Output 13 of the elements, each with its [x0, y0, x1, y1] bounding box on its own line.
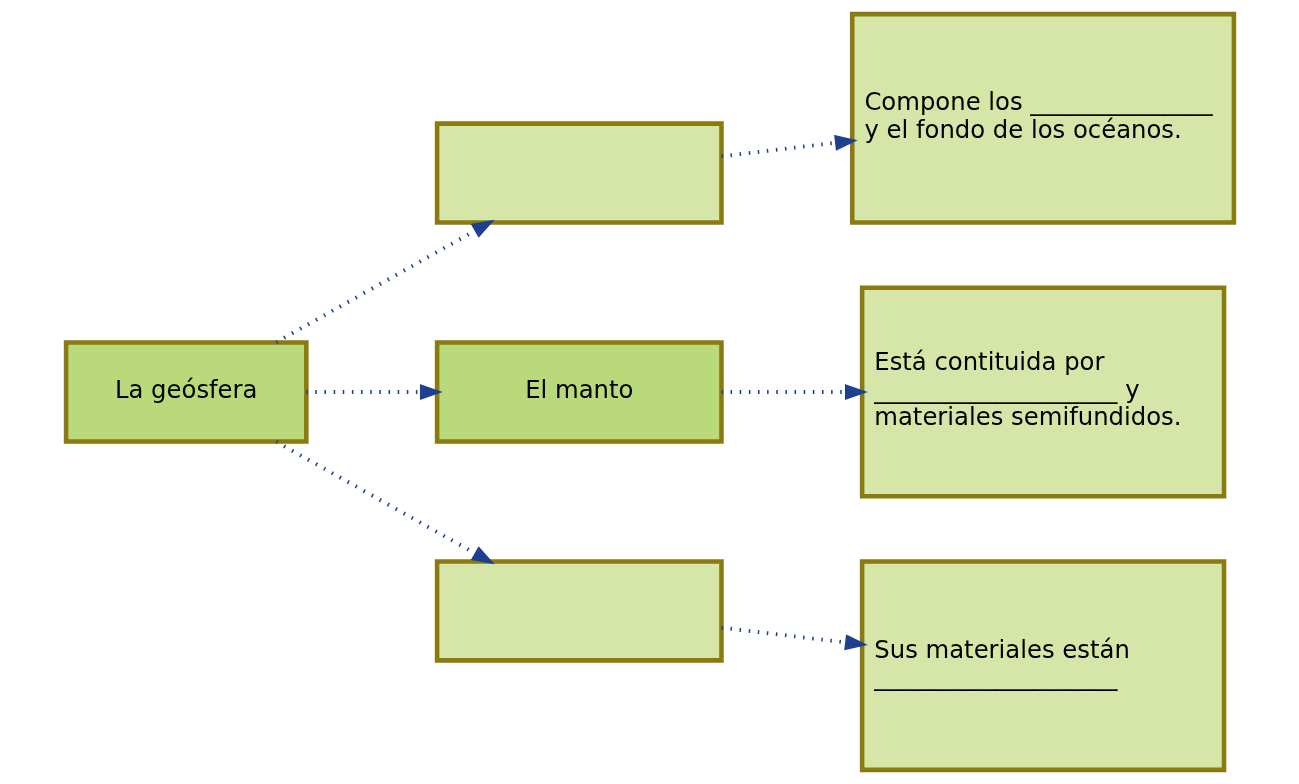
arrow	[274, 219, 495, 344]
arrow	[305, 384, 443, 400]
node-box	[434, 121, 724, 225]
arrow	[720, 134, 858, 159]
node-box: Está contituida por ____________________ y materiales semifundidos.	[859, 285, 1226, 499]
arrow	[721, 384, 868, 400]
node-box: La geósfera	[63, 340, 309, 444]
node-box: Compone los _______________ y el fondo de los océanos.	[849, 11, 1236, 225]
node-box: El manto	[434, 340, 724, 444]
arrow	[720, 625, 868, 651]
node-box	[434, 559, 724, 663]
arrow	[274, 440, 495, 565]
node-box: Sus materiales están ____________________	[859, 559, 1226, 773]
